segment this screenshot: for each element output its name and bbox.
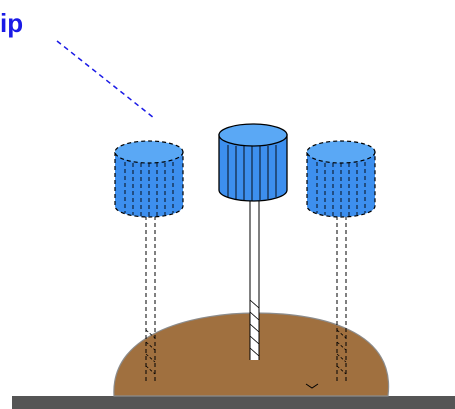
left-probe-knurl (124, 162, 174, 217)
center-probe (218, 123, 288, 360)
left-probe-tip-helix (145, 329, 156, 375)
center-probe-knurl (227, 145, 277, 201)
right-probe-knurl (316, 162, 366, 217)
sample-mark (305, 383, 319, 389)
center-probe-shaft-fill (250, 200, 259, 360)
right-probe (306, 140, 376, 384)
right-probe-knob-top (306, 140, 376, 164)
base-plate (12, 396, 455, 409)
left-probe (114, 140, 184, 384)
label-leader-line (56, 40, 155, 119)
tip-label: ip (0, 8, 24, 38)
center-probe-knob-top (218, 123, 288, 147)
left-probe-knob-top (114, 140, 184, 164)
right-probe-tip-helix (336, 329, 347, 375)
center-probe-tip-helix (249, 299, 260, 357)
